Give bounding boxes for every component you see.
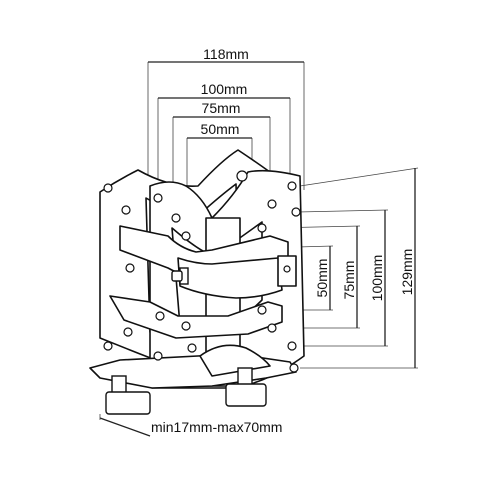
dim-v-50mm-label: 50mm [314, 259, 330, 298]
horizontal-dimensions: 118mm 100mm 75mm 50mm [147, 46, 305, 240]
clamp-range-dimension: min17mm-max70mm [99, 414, 282, 437]
dim-100mm-label: 100mm [201, 81, 248, 97]
dim-v-129mm-label: 129mm [399, 249, 415, 296]
clamp-range-label: min17mm-max70mm [151, 419, 282, 435]
dim-50mm-label: 50mm [201, 121, 240, 137]
mount-bracket [89, 149, 305, 415]
dim-75mm-label: 75mm [202, 100, 241, 116]
dim-v-75mm-label: 75mm [341, 261, 357, 300]
dim-118mm-label: 118mm [203, 46, 249, 62]
dim-v-100mm-label: 100mm [369, 255, 385, 302]
